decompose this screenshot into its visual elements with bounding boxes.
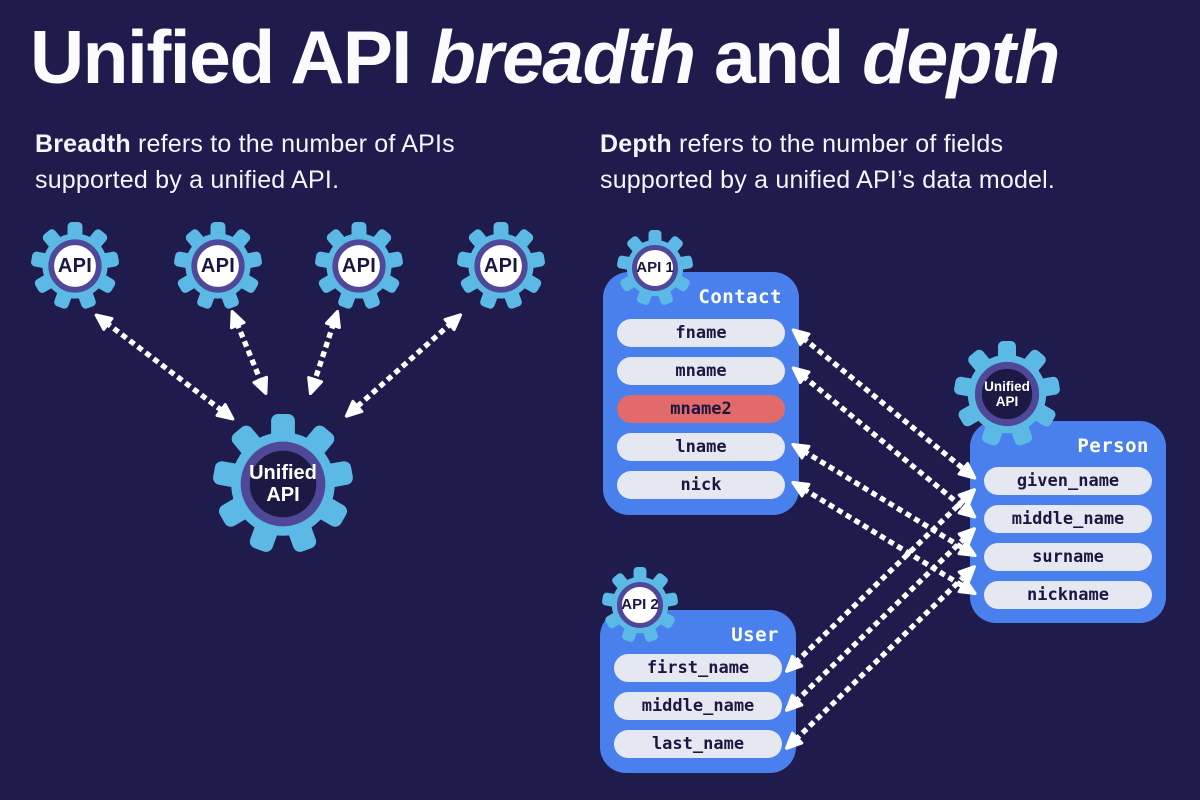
breadth-arrow-api1-hub [100,318,229,416]
title-italic-breadth: breadth [430,15,696,99]
arrow-middle-name-middle-name [790,532,971,707]
contact-card-title: Contact [698,286,782,308]
arrow-nick-nickname [797,485,971,591]
user-card-title: User [731,624,779,646]
field-pill-middle-name: middle_name [614,692,782,720]
api1-badge-label: API 1 [636,258,674,276]
field-pill-mname: mname [617,357,785,385]
field-pill-nickname: nickname [984,581,1152,609]
breadth-lead-word: Breadth [35,130,131,158]
field-pill-surname: surname [984,543,1152,571]
title-italic-depth: depth [862,15,1060,99]
field-pill-nick: nick [617,471,785,499]
api-gear-2: API [174,222,262,310]
breadth-arrow-api3-hub [312,316,336,389]
api1-gear-badge: API 1 [617,230,693,306]
field-pill-mname2-unsupported: mname2 [617,395,785,423]
field-pill-given-name: given_name [984,467,1152,495]
api-gear-3-label: API [341,254,377,277]
breadth-arrow-api4-hub [350,318,457,413]
page-title: Unified API breadth and depth [30,14,1060,100]
depth-description-text: refers to the number of fields supported… [600,130,1056,194]
person-gear-line1: Unified [984,378,1030,394]
depth-description: Depth refers to the number of fields sup… [600,126,1120,198]
api-gear-1: API [31,222,119,310]
field-pill-lname: lname [617,433,785,461]
title-text-2: and [694,15,863,99]
breadth-description-text: refers to the number of APIs supported b… [35,130,455,194]
hub-label-line1: Unified [249,461,317,484]
title-text-1: Unified API [30,15,431,99]
field-pill-fname: fname [617,319,785,347]
depth-lead-word: Depth [600,130,672,158]
arrow-first-name-given-name [790,493,971,668]
person-card: Person given_name middle_name surname ni… [970,421,1166,623]
hub-label-line2: API [266,484,300,506]
field-pill-person-middle-name: middle_name [984,505,1152,533]
field-pill-last-name: last_name [614,730,782,758]
api-gear-4-label: API [483,254,519,277]
arrow-fname-given-name [797,333,971,475]
api-gear-4: API [457,222,545,310]
api-gear-2-label: API [200,254,236,277]
person-card-title: Person [1077,435,1149,457]
api2-badge-label: API 2 [621,595,659,613]
contact-card: Contact fname mname mname2 lname nick [603,272,799,515]
arrow-lname-surname [797,447,971,553]
api2-gear-badge: API 2 [602,567,678,643]
breadth-description: Breadth refers to the number of APIs sup… [35,126,535,198]
arrow-mname-middle-name [797,371,971,514]
person-gear-line2: API [995,394,1019,409]
arrow-last-name-surname [790,570,971,745]
api-gear-3: API [315,222,403,310]
field-pill-first-name: first_name [614,654,782,682]
api-gear-1-label: API [57,254,93,277]
breadth-arrow-api2-hub [234,316,264,389]
